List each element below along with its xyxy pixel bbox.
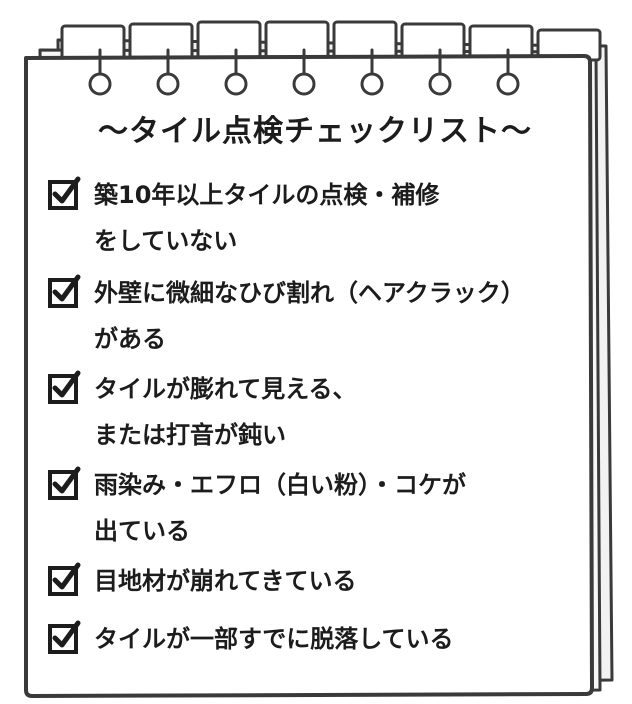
checklist-item-text: タイルが一部すでに脱落している [94, 616, 454, 662]
item-line-1: 築10年以上タイルの点検・補修 [94, 181, 440, 209]
checklist-item-text: タイルが膨れて見える、 または打音が鈍い [94, 366, 357, 458]
item-line-1: タイルが一部すでに脱落している [94, 625, 454, 653]
binding-rings [88, 72, 520, 96]
front-page [24, 54, 594, 698]
item-line-1: 外壁に微細なひび割れ（ヘアクラック） [94, 279, 525, 307]
item-line-2: をしていない [94, 227, 238, 255]
checkbox-checked-icon [48, 466, 81, 500]
checkbox-checked-icon [48, 620, 81, 654]
checklist-item-text: 築10年以上タイルの点検・補修 をしていない [94, 172, 439, 264]
item-line-2: または打音が鈍い [94, 421, 286, 449]
checkbox-checked-icon [48, 370, 81, 404]
checklist-item-text: 目地材が崩れてきている [94, 558, 357, 604]
checklist-item-text: 雨染み・エフロ（白い粉）・コケが 出ている [94, 462, 466, 554]
item-line-1: 雨染み・エフロ（白い粉）・コケが [94, 471, 466, 499]
item-line-2: がある [94, 325, 166, 353]
checklist-item-text: 外壁に微細なひび割れ（ヘアクラック） がある [94, 270, 525, 362]
ring-stems [98, 48, 510, 76]
checkbox-checked-icon [48, 562, 81, 596]
checkbox-checked-icon [48, 176, 81, 210]
item-line-1: タイルが膨れて見える、 [94, 375, 357, 403]
checkbox-checked-icon [48, 274, 81, 308]
page-title: 〜タイル点検チェックリスト〜 [98, 114, 532, 149]
item-line-1: 目地材が崩れてきている [94, 567, 357, 595]
item-line-2: 出ている [94, 517, 190, 545]
